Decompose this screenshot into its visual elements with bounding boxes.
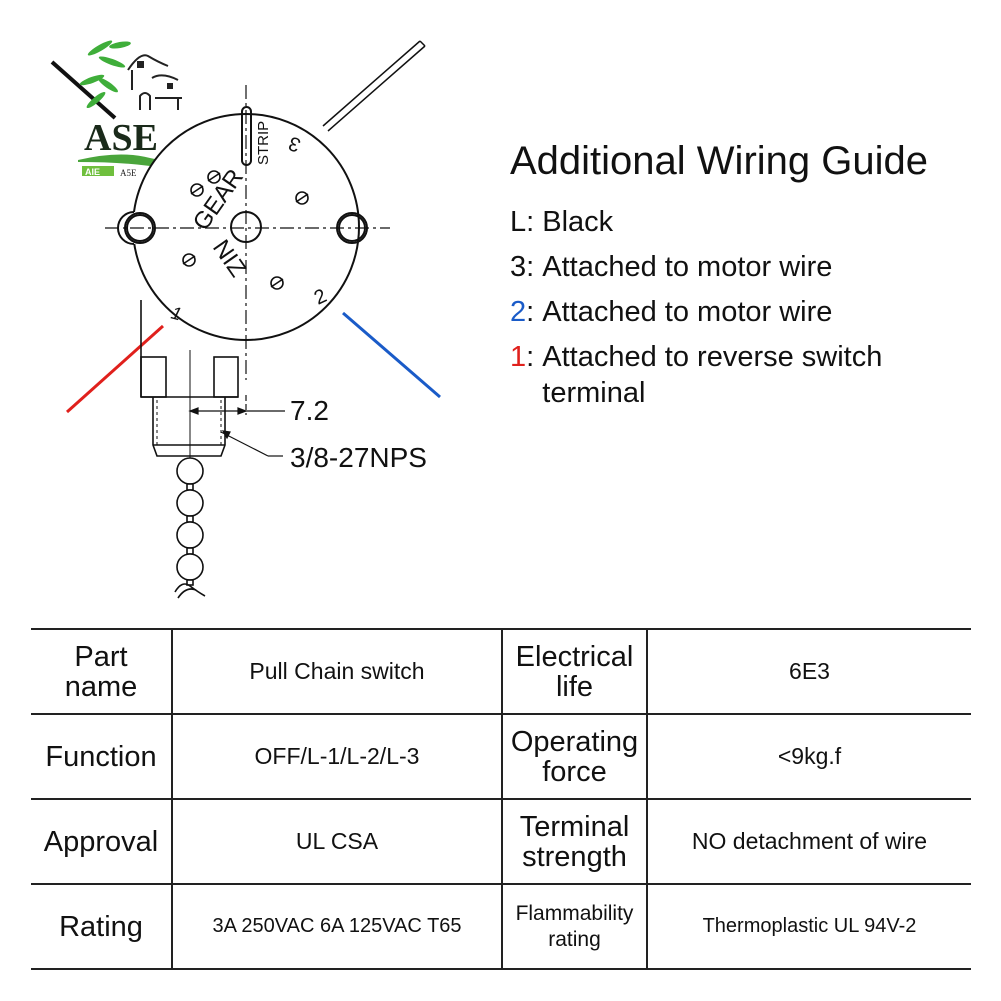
wiring-guide: Additional Wiring Guide L: Black 3: Atta… <box>510 138 990 411</box>
pull-chain <box>174 457 206 599</box>
guide-desc: Black <box>542 206 614 238</box>
dimension-7-2 <box>188 395 285 457</box>
guide-item-1: 1: Attached to reverse switch terminal <box>510 335 990 411</box>
terminal-1-label: 1 <box>169 303 184 325</box>
guide-key: 1: <box>510 341 543 373</box>
screw-symbols <box>182 170 309 290</box>
guide-key-value: 2 <box>510 296 527 328</box>
logo-brand: ASE <box>84 117 158 159</box>
spec-value: Thermoplastic UL 94V-2 <box>646 883 971 970</box>
guide-key: 2: <box>510 296 543 328</box>
thread-spec-label: 3/8-27NPS <box>290 442 427 473</box>
table-row: Approval UL CSA Terminal strength NO det… <box>31 798 971 885</box>
spec-value: Pull Chain switch <box>171 628 503 715</box>
guide-key-value: 3 <box>510 251 527 283</box>
guide-desc: Attached to motor wire <box>542 296 833 328</box>
guide-key: 3: <box>510 251 543 283</box>
switch-housing <box>140 300 239 465</box>
top-wire <box>322 40 426 132</box>
house-icon <box>127 54 182 110</box>
wire-terminal-1-red <box>65 324 165 414</box>
spec-value: 6E3 <box>646 628 971 715</box>
spec-value: OFF/L-1/L-2/L-3 <box>171 713 503 800</box>
table-row: Part name Pull Chain switch Electrical l… <box>31 628 971 715</box>
spec-label: Terminal strength <box>501 798 648 885</box>
logo-subtext: A5E <box>120 168 137 178</box>
guide-item-L: L: Black <box>510 200 990 245</box>
spec-value: <9kg.f <box>646 713 971 800</box>
guide-desc: Attached to reverse switch terminal <box>542 341 883 409</box>
table-row: Rating 3A 250VAC 6A 125VAC T65 Flammabil… <box>31 883 971 970</box>
guide-desc: Attached to motor wire <box>542 251 833 283</box>
center-lines <box>105 85 390 380</box>
wire-terminal-2-blue <box>342 311 441 399</box>
spec-label: Part name <box>31 628 173 715</box>
logo-badge-text: AIE <box>85 167 100 177</box>
spec-label: Operating force <box>501 713 648 800</box>
table-row: Function OFF/L-1/L-2/L-3 Operating force… <box>31 713 971 800</box>
guide-item-2: 2: Attached to motor wire <box>510 290 990 335</box>
guide-item-3: 3: Attached to motor wire <box>510 245 990 290</box>
bamboo-leaves-icon <box>79 40 131 109</box>
spec-table: Part name Pull Chain switch Electrical l… <box>31 628 971 970</box>
wiring-guide-title: Additional Wiring Guide <box>510 139 928 183</box>
spec-label: Approval <box>31 798 173 885</box>
switch-technical-drawing: ASE AIE A5E STRIP GEAR <box>50 40 441 599</box>
logo-badge <box>82 166 114 176</box>
spec-label: Flammability rating <box>501 883 648 970</box>
spec-label: Function <box>31 713 173 800</box>
spec-label: Rating <box>31 883 173 970</box>
guide-key-value: L <box>510 206 527 238</box>
spec-value: UL CSA <box>171 798 503 885</box>
guide-key: L: <box>510 206 543 238</box>
spec-value: NO detachment of wire <box>646 798 971 885</box>
strip-label: STRIP <box>255 121 272 165</box>
dimension-label: 7.2 <box>290 395 329 426</box>
spec-label: Electrical life <box>501 628 648 715</box>
guide-key-value: 1 <box>510 341 527 373</box>
spec-value: 3A 250VAC 6A 125VAC T65 <box>171 883 503 970</box>
